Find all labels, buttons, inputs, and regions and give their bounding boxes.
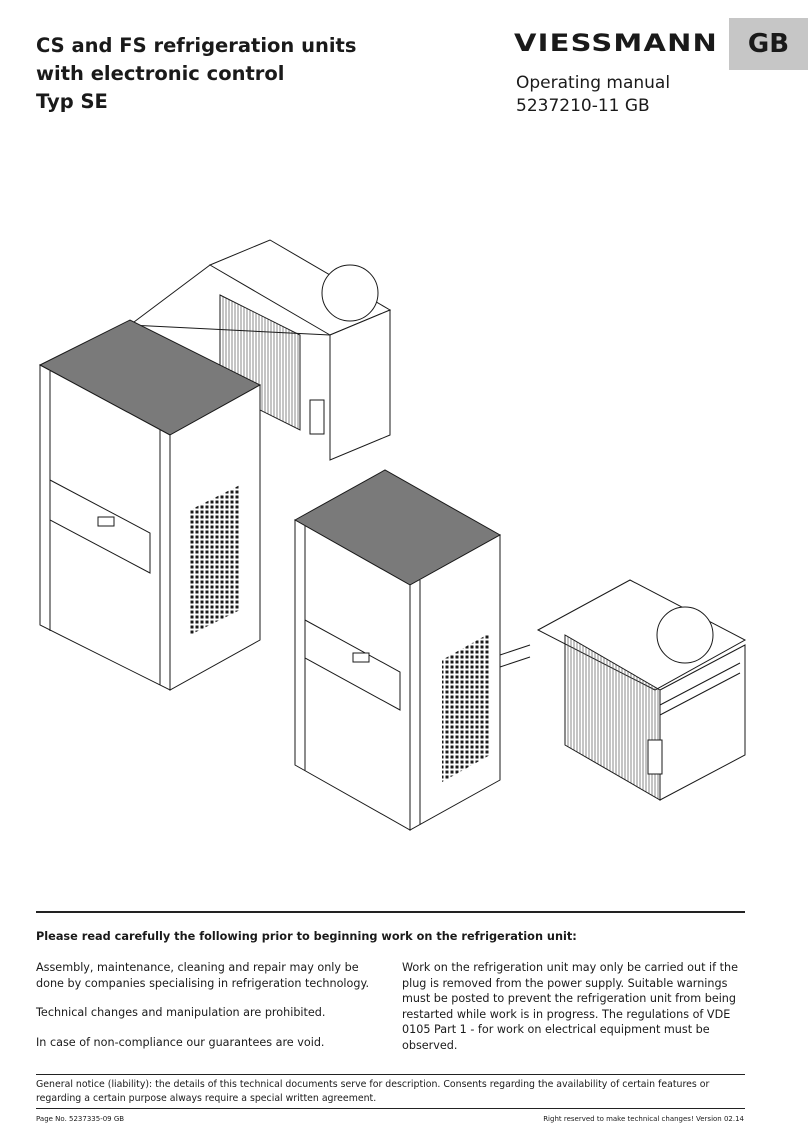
notice-right-column: Work on the refrigeration unit may only … <box>402 960 748 1067</box>
divider-top <box>36 911 745 913</box>
divider-middle <box>36 1074 745 1075</box>
manual-info: Operating manual 5237210-11 GB <box>516 72 670 118</box>
language-tab: GB <box>729 18 808 70</box>
notice-left-column: Assembly, maintenance, cleaning and repa… <box>36 960 382 1064</box>
rights-notice: Right reserved to make technical changes… <box>543 1115 744 1123</box>
unit-2-cabinet <box>293 469 531 831</box>
unit-1-cabinet <box>38 319 262 691</box>
svg-text:VIESSMANN: VIESSMANN <box>514 29 718 57</box>
document-title: CS and FS refrigeration units with elect… <box>36 32 356 116</box>
manual-label: Operating manual <box>516 73 671 93</box>
title-line-1: CS and FS refrigeration units <box>36 34 357 57</box>
notice-paragraph: Assembly, maintenance, cleaning and repa… <box>36 961 370 990</box>
notice-heading: Please read carefully the following prio… <box>36 930 577 943</box>
viessmann-logo: VIESSMANN <box>514 29 718 57</box>
page-number: Page No. 5237335-09 GB <box>36 1115 125 1123</box>
notice-paragraph: Work on the refrigeration unit may only … <box>402 961 739 1052</box>
manual-number: 5237210-11 GB <box>516 96 650 116</box>
title-line-2: with electronic control <box>36 62 285 85</box>
notice-paragraph: Technical changes and manipulation are p… <box>36 1006 326 1019</box>
title-line-3: Typ SE <box>36 90 108 113</box>
divider-bottom <box>36 1108 745 1109</box>
notice-paragraph: In case of non-compliance our guarantees… <box>36 1035 325 1049</box>
unit-3-evaporator <box>536 579 747 801</box>
liability-notice: General notice (liability): the details … <box>36 1079 710 1104</box>
refrigeration-units-illustration <box>38 239 747 831</box>
